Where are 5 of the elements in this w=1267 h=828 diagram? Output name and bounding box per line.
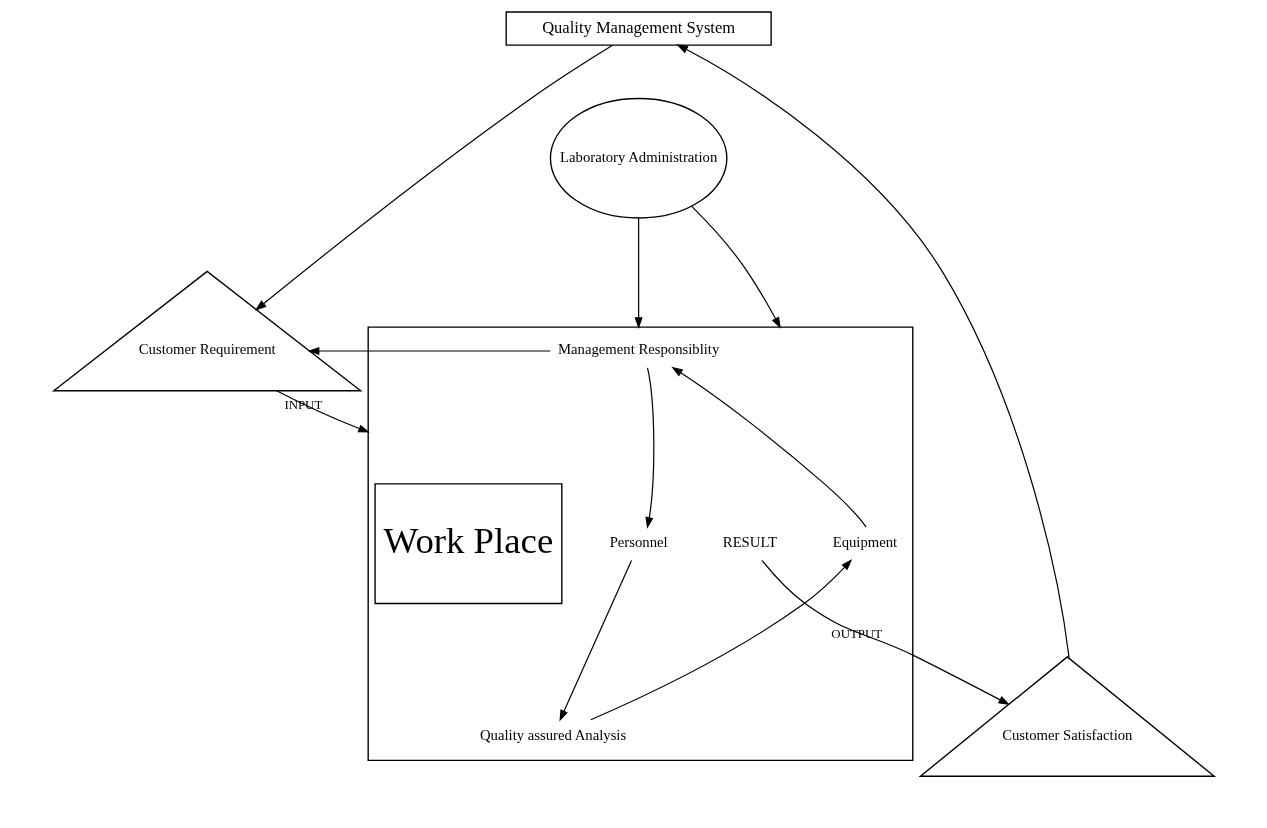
node-text: Quality assured Analysis: [479, 726, 626, 743]
node-text: RESULT: [722, 534, 777, 551]
node-text: Personnel: [609, 534, 668, 551]
node-text: Management Responsiblity: [557, 341, 719, 358]
node-text: Equipment: [832, 534, 897, 551]
